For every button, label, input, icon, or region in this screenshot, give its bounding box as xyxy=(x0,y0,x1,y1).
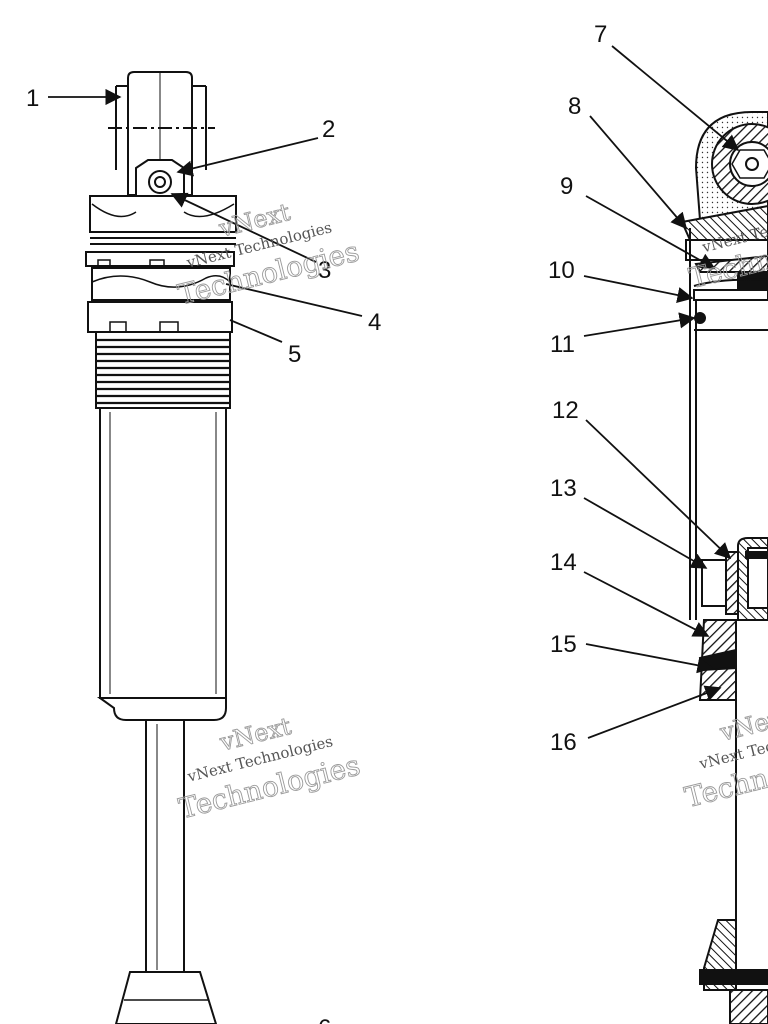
watermark-right-middle: vNext vNext Technologies Technologies xyxy=(681,702,768,815)
leader-16 xyxy=(587,685,722,739)
leader-9 xyxy=(585,195,716,269)
leader-12 xyxy=(585,419,732,560)
leader-8 xyxy=(589,115,688,230)
leader-2 xyxy=(176,137,319,177)
leader-14 xyxy=(583,571,710,637)
callout-13: 13 xyxy=(550,475,577,502)
leader-3 xyxy=(170,192,317,263)
leader-lines xyxy=(48,45,740,739)
callout-2: 2 xyxy=(322,116,335,143)
callout-12: 12 xyxy=(552,397,579,424)
callout-5: 5 xyxy=(288,341,301,368)
leader-10 xyxy=(583,275,694,304)
callout-14: 14 xyxy=(550,549,577,576)
callout-7: 7 xyxy=(594,21,607,48)
callout-11: 11 xyxy=(550,331,575,358)
callout-3: 3 xyxy=(318,257,331,284)
callout-15: 15 xyxy=(550,631,577,658)
callout-16: 16 xyxy=(550,729,577,756)
callout-8: 8 xyxy=(568,93,581,120)
leader-5 xyxy=(229,319,283,343)
leader-13 xyxy=(583,497,708,569)
callout-4: 4 xyxy=(368,309,381,336)
leader-11 xyxy=(583,312,696,337)
leader-15 xyxy=(585,643,714,674)
leader-7 xyxy=(611,45,740,152)
leader-4 xyxy=(225,283,363,317)
left-shock-assembly xyxy=(85,71,237,1024)
callout-labels: 1 2 3 4 5 6 7 8 9 10 11 12 13 14 15 16 xyxy=(26,21,607,1024)
callout-10: 10 xyxy=(548,257,575,284)
callout-6: 6 xyxy=(318,1015,331,1024)
callout-1: 1 xyxy=(26,85,39,112)
callout-9: 9 xyxy=(560,173,573,200)
